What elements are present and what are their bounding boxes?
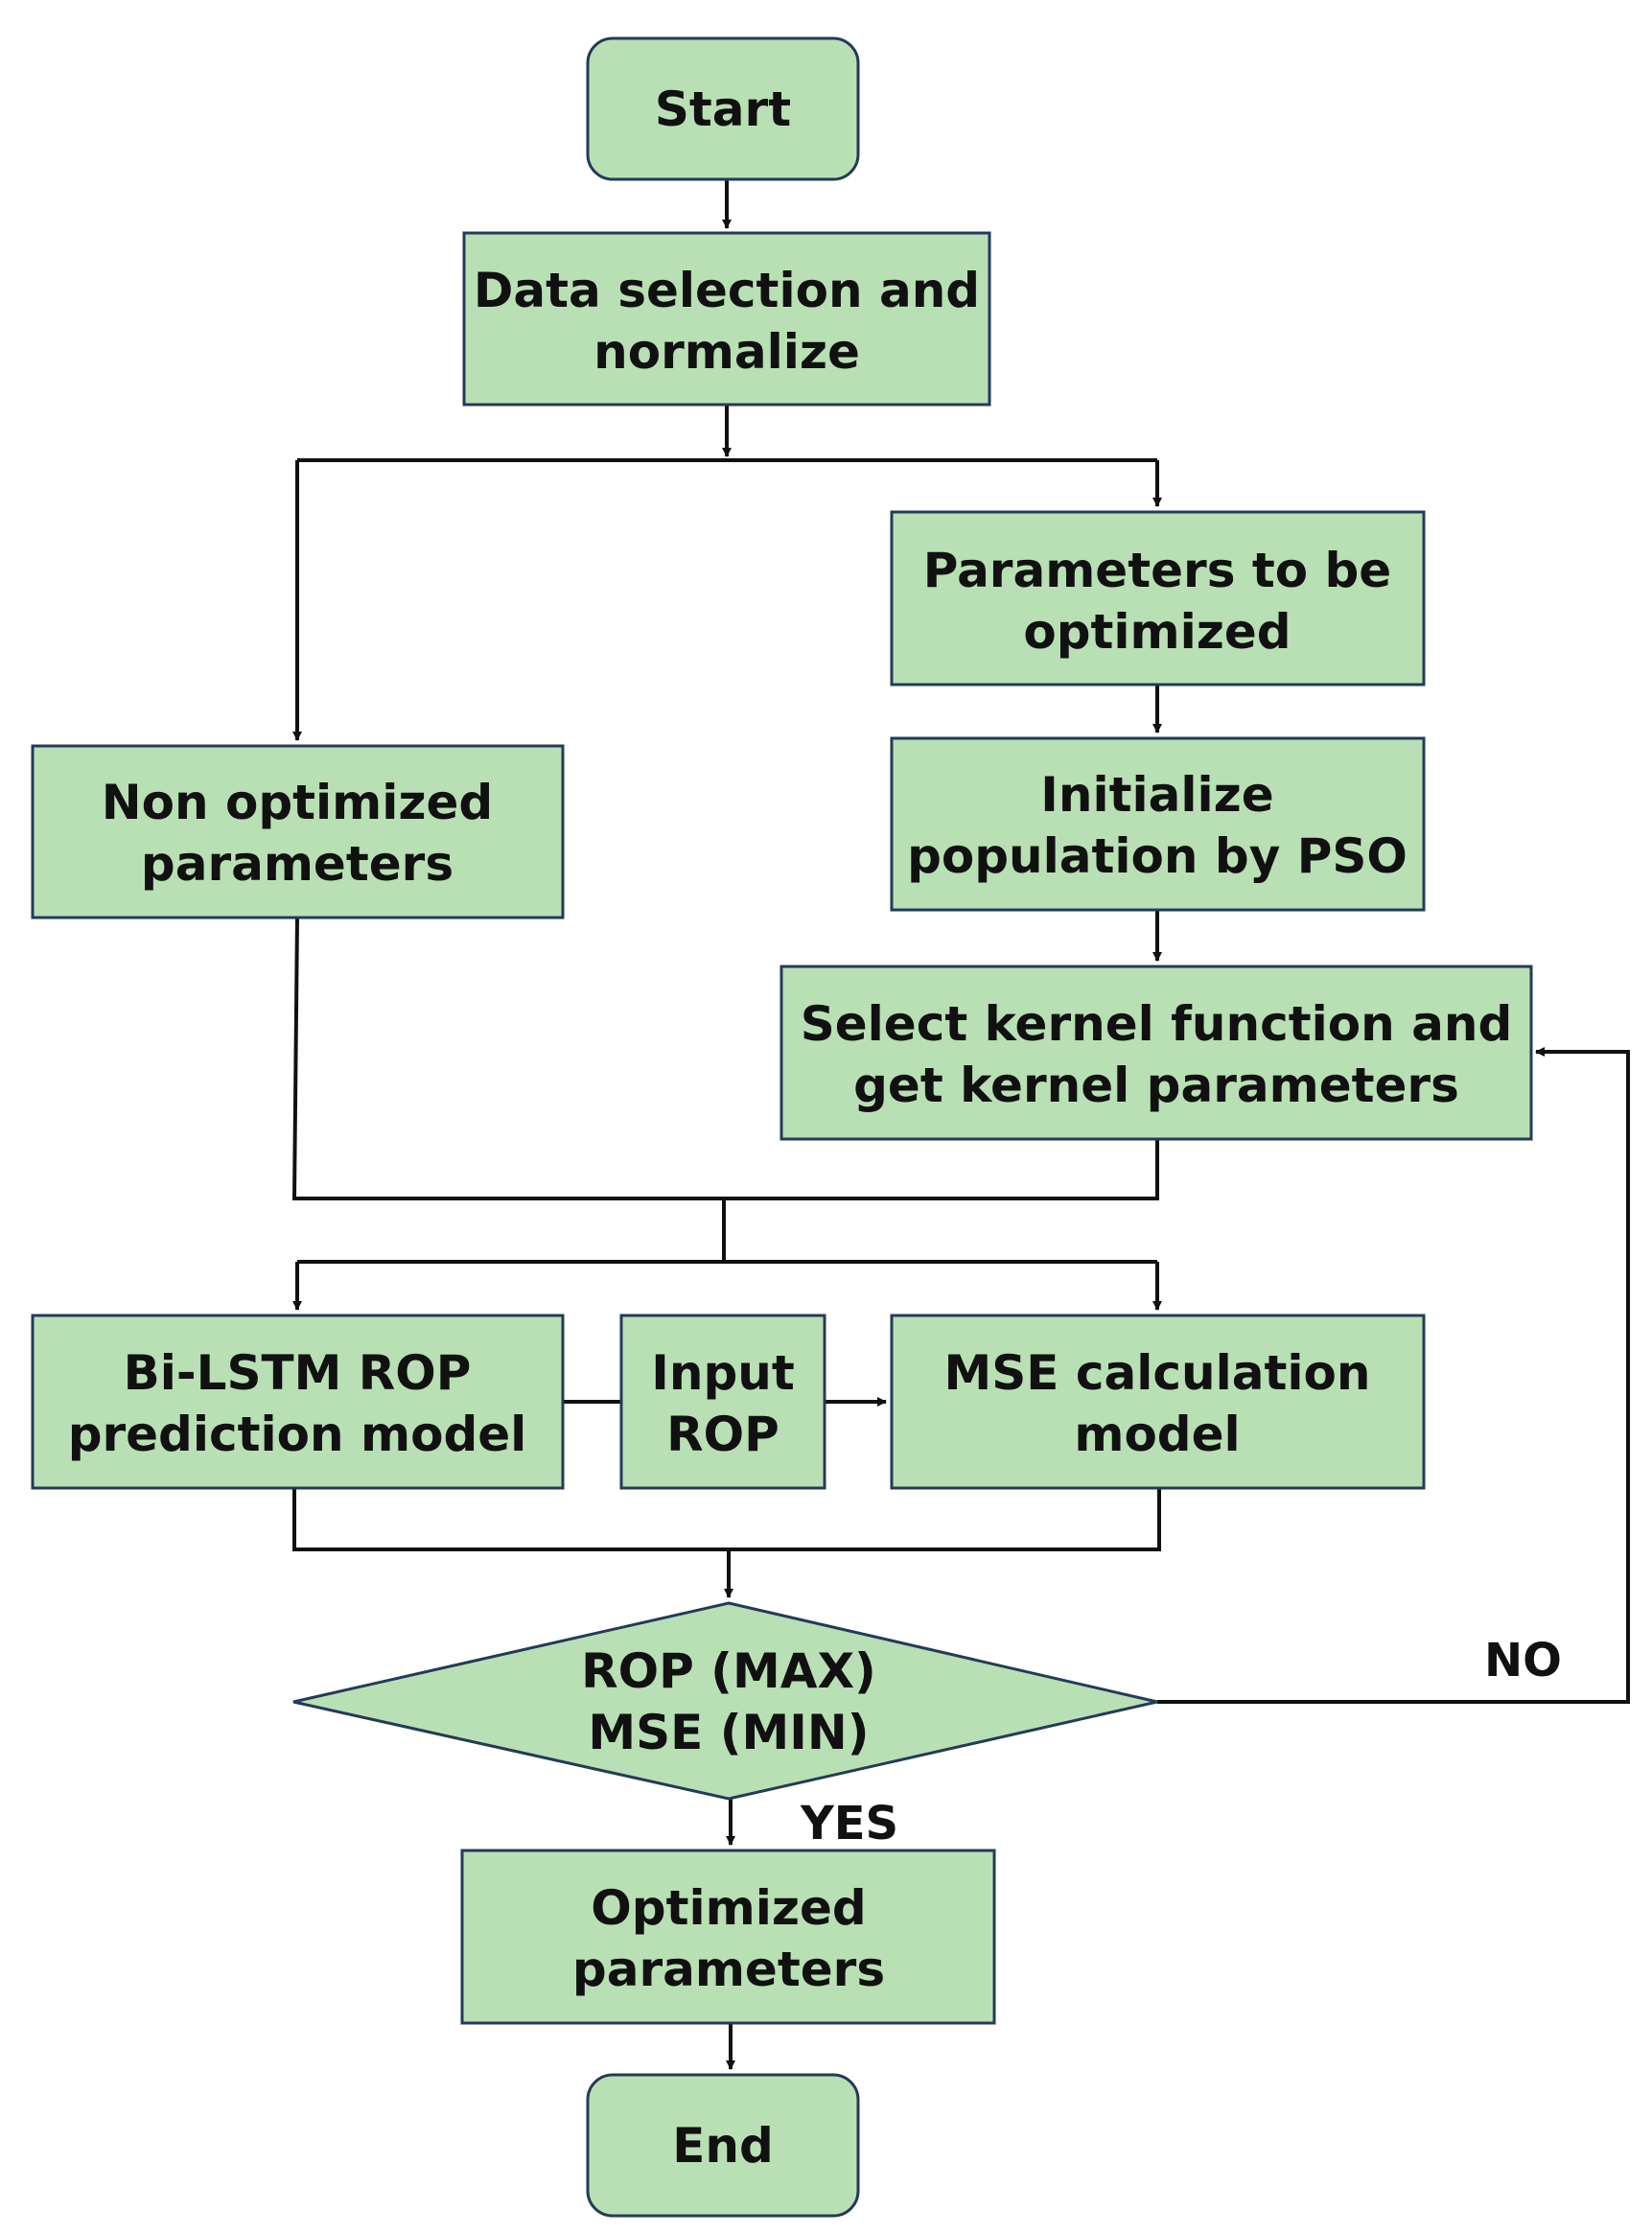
data-selection-line-1: Data selection and — [474, 263, 980, 318]
decision-node: ROP (MAX) MSE (MIN) — [292, 1601, 1158, 1801]
params-to-optimize-line-1: Parameters to be — [923, 543, 1391, 598]
input-rop-line-1: Input — [651, 1345, 795, 1401]
non-optimized-line-1: Non optimized — [102, 775, 493, 830]
data-selection-line-2: normalize — [593, 324, 860, 380]
select-kernel-node: Select kernel function and get kernel pa… — [779, 965, 1533, 1141]
bilstm-node: Bi-LSTM ROP prediction model — [31, 1314, 565, 1490]
bilstm-line-1: Bi-LSTM ROP — [124, 1345, 472, 1401]
bilstm-line-2: prediction model — [68, 1407, 527, 1462]
params-to-optimize-line-2: optimized — [1023, 604, 1291, 660]
non-optimized-node: Non optimized parameters — [31, 744, 565, 919]
init-population-node: Initialize population by PSO — [890, 736, 1426, 912]
no-label: NO — [1484, 1634, 1562, 1687]
connector-models-to-merge — [292, 1488, 1161, 1551]
optimized-node: Optimized parameters — [460, 1849, 996, 2025]
start-label: Start — [655, 81, 791, 137]
select-kernel-line-1: Select kernel function and — [801, 996, 1513, 1052]
mse-calc-line-2: model — [1074, 1407, 1240, 1462]
decision-line-2: MSE (MIN) — [588, 1705, 869, 1760]
input-rop-line-2: ROP — [666, 1407, 779, 1462]
connector-no-loop — [1157, 1047, 1630, 1704]
init-population-line-1: Initialize — [1040, 767, 1273, 823]
connectors — [291, 179, 1630, 2070]
select-kernel-line-2: get kernel parameters — [853, 1058, 1459, 1113]
input-rop-node: Input ROP — [619, 1314, 826, 1490]
end-node: End — [586, 2073, 860, 2218]
mse-calc-node: MSE calculation model — [890, 1314, 1426, 1490]
decision-line-1: ROP (MAX) — [581, 1643, 876, 1699]
optimized-line-1: Optimized — [591, 1880, 866, 1936]
non-optimized-line-2: parameters — [141, 836, 454, 892]
mse-calc-line-1: MSE calculation — [944, 1345, 1371, 1401]
yes-label: YES — [800, 1797, 898, 1850]
start-node: Start — [586, 36, 860, 181]
init-population-line-2: population by PSO — [907, 828, 1408, 884]
end-label: End — [672, 2118, 774, 2174]
data-selection-node: Data selection and normalize — [462, 231, 991, 407]
optimized-line-2: parameters — [572, 1942, 885, 1997]
params-to-optimize-node: Parameters to be optimized — [890, 510, 1426, 686]
